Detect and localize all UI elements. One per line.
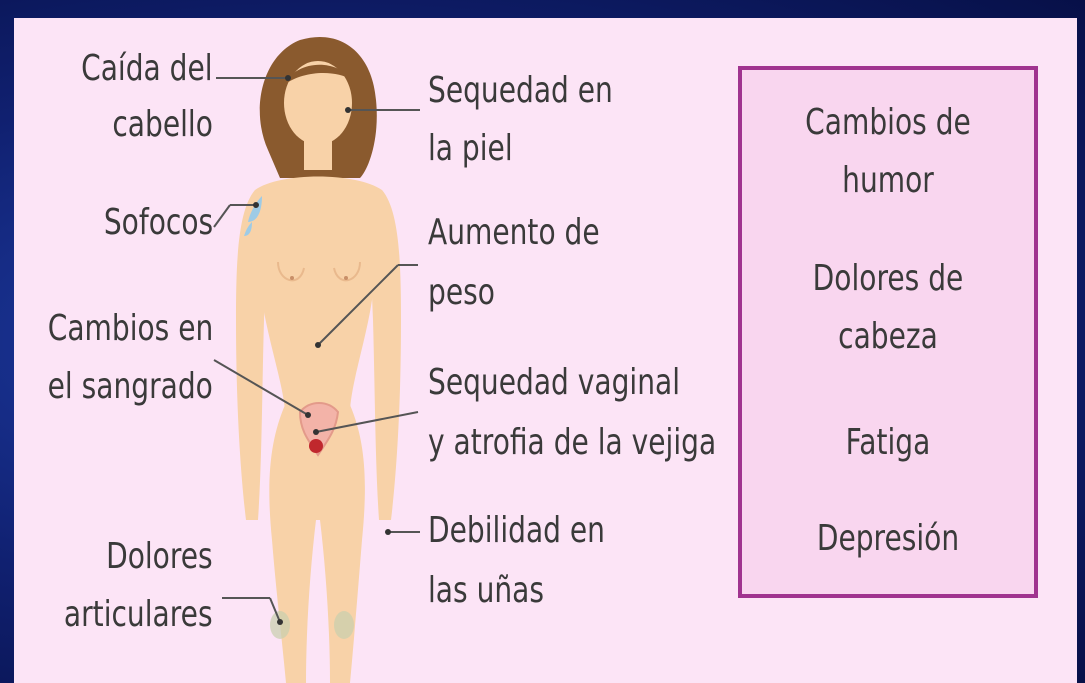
- label-vaginal-line1: Sequedad vaginal: [428, 362, 681, 403]
- label-piel-line2: la piel: [428, 128, 513, 169]
- box-item-fatiga: Fatiga: [845, 422, 931, 463]
- label-unas-line1: Debilidad en: [428, 510, 605, 551]
- box-item-depresion: Depresión: [816, 518, 960, 559]
- right-arm-shape: [369, 190, 401, 520]
- sweat-drops-icon: [248, 196, 262, 222]
- torso-shape: [250, 176, 386, 410]
- label-piel-line1: Sequedad en: [428, 70, 613, 111]
- box-item-humor-line1: Cambios de: [805, 102, 971, 143]
- label-sofocos: Sofocos: [103, 202, 213, 243]
- label-articulares-line2: articulares: [64, 594, 213, 635]
- label-unas-line2: las uñas: [428, 570, 545, 611]
- psychological-symptoms-box: Cambios de humor Dolores de cabeza Fatig…: [738, 66, 1038, 598]
- box-item-cabeza-line2: cabeza: [838, 316, 938, 357]
- box-item-cabeza-line1: Dolores de: [812, 258, 964, 299]
- label-caida-line1: Caída del: [81, 48, 213, 89]
- label-sangrado-line1: Cambios en: [47, 308, 213, 349]
- label-articulares-line1: Dolores: [106, 536, 213, 577]
- label-peso-line2: peso: [428, 272, 495, 313]
- face-shape: [284, 61, 352, 145]
- label-vaginal-line2: y atrofia de la vejiga: [428, 422, 717, 463]
- box-item-humor-line2: humor: [842, 160, 934, 201]
- left-arm-shape: [236, 190, 268, 520]
- label-peso-line1: Aumento de: [428, 212, 600, 253]
- right-knee-joint: [334, 611, 354, 639]
- label-caida-line2: cabello: [112, 104, 213, 145]
- label-sangrado-line2: el sangrado: [47, 366, 213, 407]
